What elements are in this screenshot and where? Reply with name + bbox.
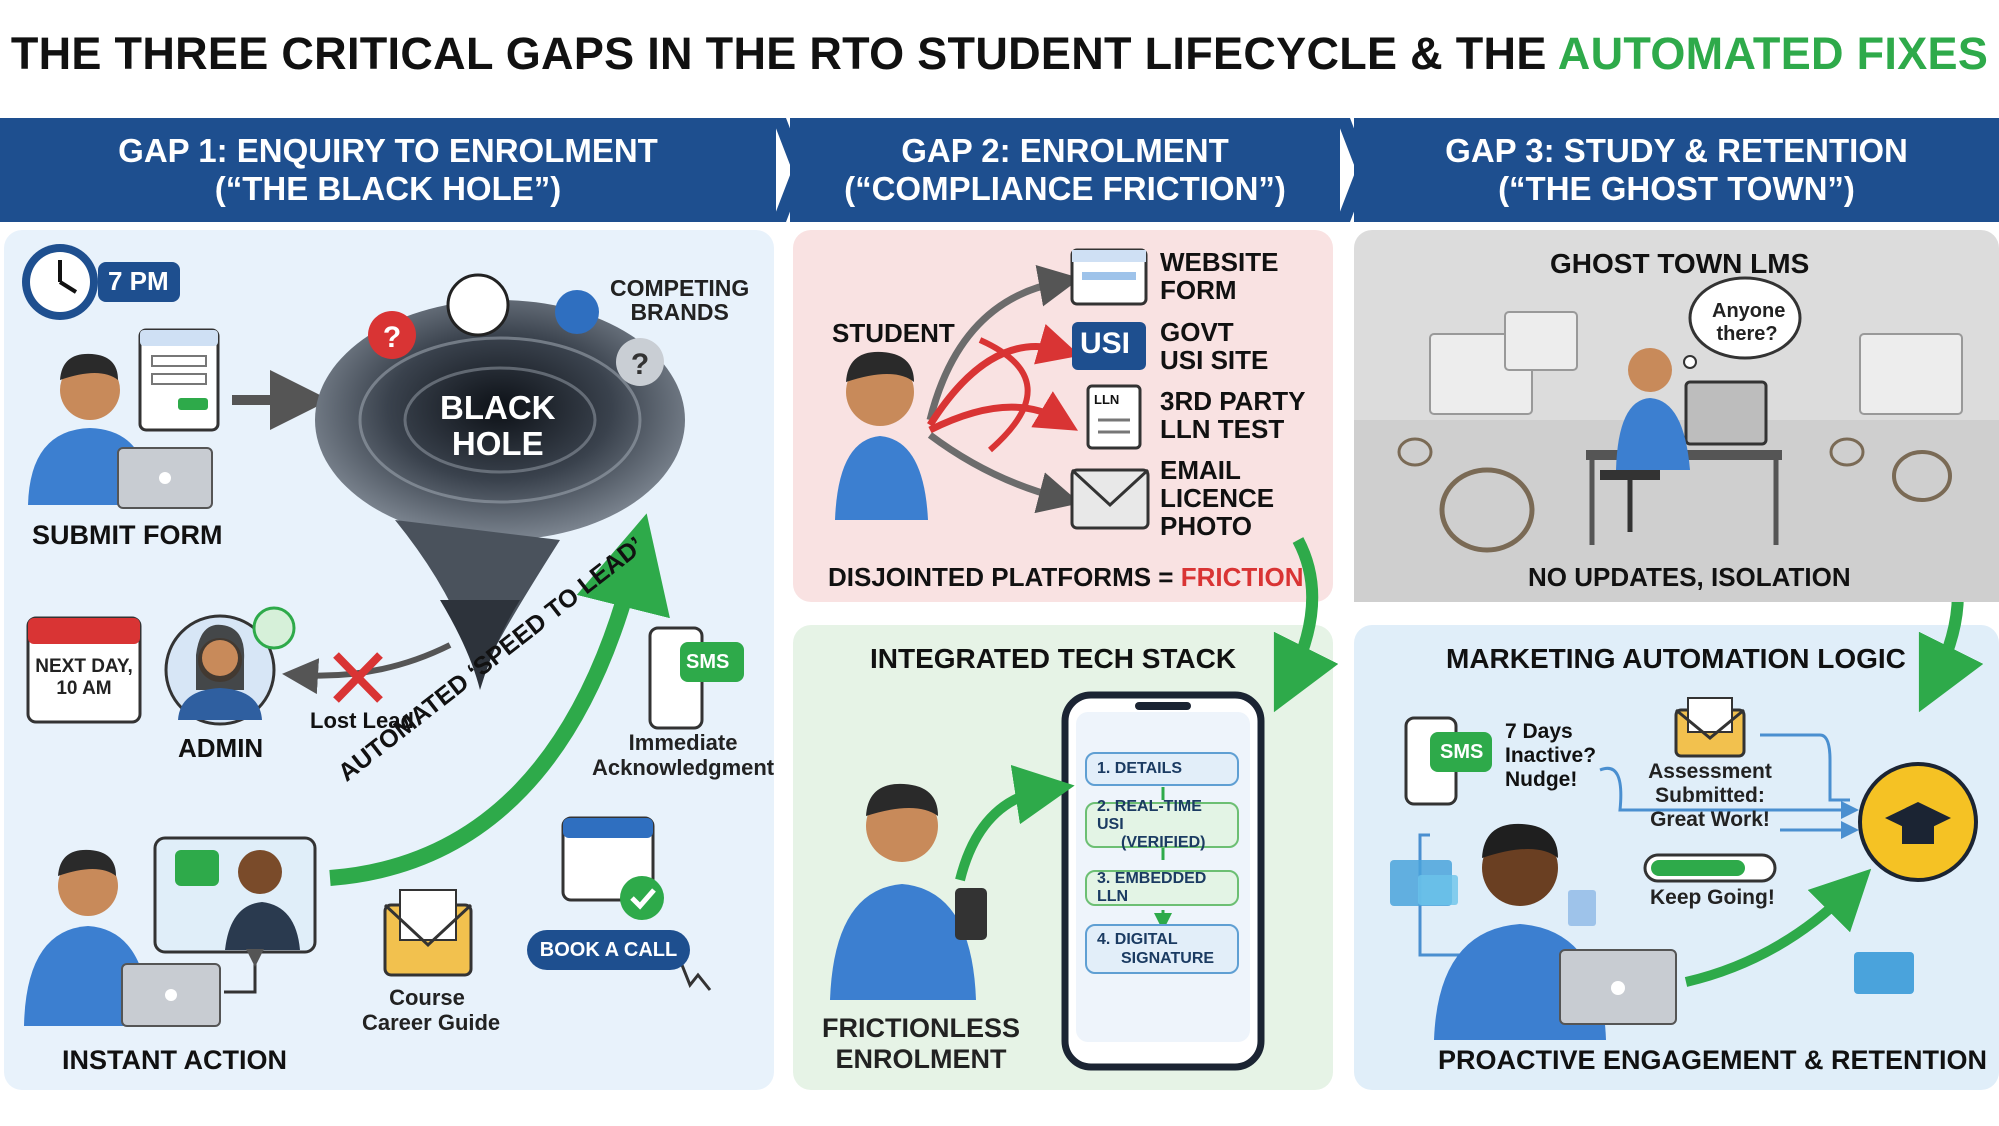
graduation-cap-icon: [1858, 762, 1978, 882]
ghost-town-lms-title: GHOST TOWN LMS: [1550, 248, 1810, 279]
svg-text:?: ?: [383, 321, 401, 354]
form-window-icon: [138, 328, 220, 432]
gap2-header-line1: GAP 2: ENROLMENT: [901, 132, 1229, 169]
gap1-header: GAP 1: ENQUIRY TO ENROLMENT (“THE BLACK …: [0, 118, 776, 222]
calendar-icon: [26, 616, 142, 724]
time-badge: 7 PM: [108, 266, 169, 296]
email-licence-photo-label: EMAIL LICENCE PHOTO: [1160, 455, 1275, 541]
next-day-label: NEXT DAY, 10 AM: [35, 656, 133, 699]
usi-badge: USI: [1080, 327, 1131, 360]
submit-form-label: SUBMIT FORM: [32, 520, 223, 550]
admin-figure: [164, 606, 296, 726]
student-instant-action-figure: [24, 849, 221, 1027]
progress-bar-fill: [1651, 860, 1745, 876]
student-laptop-figure: [28, 353, 213, 509]
immediate-acknowledgment-label: Immediate Acknowledgment: [592, 730, 775, 780]
svg-text:?: ?: [631, 348, 649, 381]
instant-action-label: INSTANT ACTION: [62, 1045, 287, 1075]
gap2-header-line2: (“COMPLIANCE FRICTION”): [844, 170, 1286, 207]
frictionless-enrolment-label: FRICTIONLESS ENROLMENT: [822, 1013, 1021, 1074]
enrolment-step-details: 1. DETAILS: [1085, 752, 1239, 786]
enrolment-step-lln: 3. EMBEDDED LLN: [1085, 870, 1239, 906]
phone-sms-icon: [648, 626, 744, 730]
third-party-lln-label: 3RD PARTY LLN TEST: [1160, 386, 1306, 444]
admin-label: ADMIN: [178, 733, 264, 763]
happy-student-phone-figure: [830, 783, 987, 1000]
lost-lead-label: Lost Lead: [310, 708, 414, 733]
sms-nudge-badge: SMS: [1440, 741, 1484, 763]
lln-document-icon: [1086, 384, 1142, 450]
sms-badge: SMS: [686, 651, 730, 673]
anyone-there-bubble: Anyone there?: [1712, 300, 1786, 345]
gap3-header: GAP 3: STUDY & RETENTION (“THE GHOST TOW…: [1354, 118, 1999, 222]
black-hole-label: BLACK HOLE: [440, 389, 556, 462]
email-envelope-icon: [1070, 468, 1150, 530]
enrolment-step-usi: 2. REAL-TIME USI (VERIFIED): [1085, 798, 1239, 851]
course-career-guide-label: Course Career Guide: [362, 985, 501, 1035]
friction-word: FRICTION: [1180, 562, 1304, 592]
notification-envelope-icon: [1674, 697, 1746, 758]
title-accent: AUTOMATED FIXES: [1557, 28, 1989, 79]
cursor-hand-icon: [678, 959, 712, 991]
gap3-header-line1: GAP 3: STUDY & RETENTION: [1445, 132, 1908, 169]
website-form-label: WEBSITE FORM: [1160, 247, 1279, 305]
student-label: STUDENT: [832, 318, 955, 348]
keep-going-label: Keep Going!: [1650, 886, 1775, 909]
assessment-submitted-label: Assessment Submitted: Great Work!: [1648, 760, 1772, 831]
website-form-icon: [1070, 248, 1148, 306]
enrolment-step-signature: 4. DIGITAL SIGNATURE: [1085, 924, 1239, 974]
lln-badge: LLN: [1094, 392, 1120, 407]
govt-usi-site-label: GOVT USI SITE: [1160, 317, 1269, 375]
engaged-student-laptop-figure: [1434, 823, 1677, 1040]
gap1-header-line2: (“THE BLACK HOLE”): [214, 170, 562, 207]
disjointed-platforms-label: DISJOINTED PLATFORMS = FRICTION: [828, 562, 1304, 592]
integrated-tech-stack-title: INTEGRATED TECH STACK: [870, 643, 1237, 674]
black-hole-tornado-icon: [315, 300, 685, 690]
confused-student-figure: [835, 351, 928, 520]
title-main: THE THREE CRITICAL GAPS IN THE RTO STUDE…: [10, 28, 1547, 79]
book-a-call-button[interactable]: BOOK A CALL: [527, 930, 690, 970]
gap1-header-line1: GAP 1: ENQUIRY TO ENROLMENT: [118, 132, 658, 169]
gap2-header: GAP 2: ENROLMENT (“COMPLIANCE FRICTION”): [790, 118, 1340, 222]
no-updates-label: NO UPDATES, ISOLATION: [1528, 562, 1851, 592]
envelope-icon: [383, 889, 473, 977]
video-call-icon: [153, 836, 317, 954]
gap3-header-line2: (“THE GHOST TOWN”): [1498, 170, 1855, 207]
page-title: THE THREE CRITICAL GAPS IN THE RTO STUDE…: [0, 28, 1999, 80]
proactive-engagement-label: PROACTIVE ENGAGEMENT & RETENTION: [1438, 1045, 1988, 1075]
competing-brands-label: COMPETING BRANDS: [610, 275, 750, 325]
inactive-nudge-label: 7 Days Inactive? Nudge!: [1505, 720, 1597, 791]
marketing-automation-title: MARKETING AUTOMATION LOGIC: [1446, 643, 1906, 674]
booking-calendar-icon: [561, 816, 664, 920]
clock-icon: [22, 244, 98, 320]
isolated-student-desk-figure: [1586, 348, 1782, 545]
